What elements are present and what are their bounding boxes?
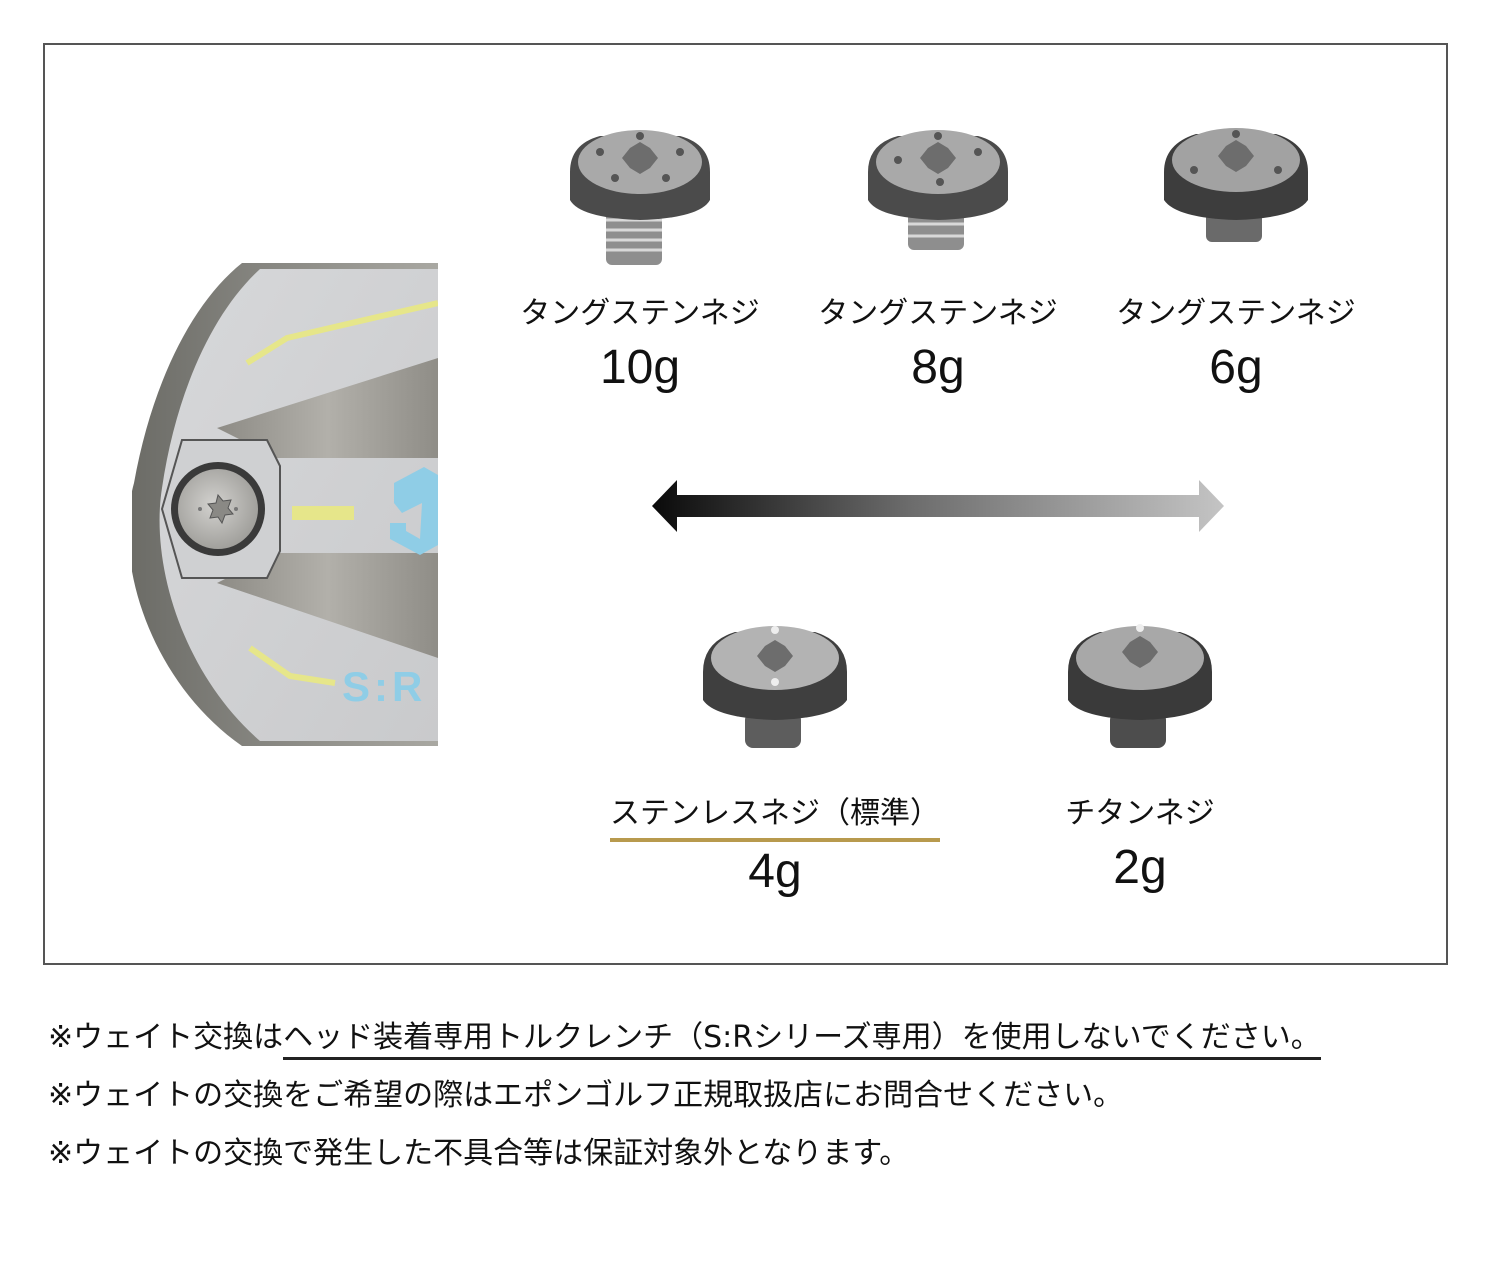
golf-head-icon: S:R bbox=[132, 263, 438, 746]
weight-name: タングステンネジ bbox=[1116, 296, 1356, 331]
note-text: ※ウェイトの交換で発生した不具合等は保証対象外となります。 bbox=[48, 1136, 910, 1171]
notes-list: ※ウェイト交換はヘッド装着専用トルクレンチ（S:Rシリーズ専用）を使用しないでく… bbox=[48, 1018, 1321, 1192]
weight-value: 6g bbox=[1209, 341, 1263, 394]
weight-item-6g: タングステンネジ 6g bbox=[1108, 112, 1364, 396]
titanium-screw-2g-image bbox=[1068, 624, 1212, 748]
weight-name: チタンネジ bbox=[1065, 796, 1215, 831]
weight-item-4g: ステンレスネジ（標準） 4g bbox=[600, 612, 950, 900]
stainless-screw-4g-image bbox=[703, 626, 847, 748]
note-text: ※ウェイト交換は bbox=[48, 1020, 284, 1055]
golf-head-image: S:R bbox=[132, 263, 438, 746]
double-headed-gradient-arrow bbox=[652, 480, 1224, 532]
note-emphasis-underlined: ヘッド装着専用トルクレンチ（S:Rシリーズ専用）を使用しないでください。 bbox=[283, 1020, 1321, 1060]
weight-item-10g: タングステンネジ 10g bbox=[512, 112, 768, 396]
weight-item-2g: チタンネジ 2g bbox=[1012, 612, 1268, 896]
svg-text:S:R: S:R bbox=[342, 663, 426, 710]
weight-value: 10g bbox=[599, 341, 681, 394]
tungsten-screw-10g-image bbox=[570, 130, 710, 265]
tungsten-screw-6g-image bbox=[1164, 128, 1308, 242]
weight-name: タングステンネジ bbox=[818, 296, 1058, 331]
weight-name: タングステンネジ bbox=[520, 296, 760, 331]
tungsten-screw-8g-image bbox=[868, 130, 1008, 250]
note-item: ※ウェイトの交換で発生した不具合等は保証対象外となります。 bbox=[48, 1134, 1321, 1192]
note-item: ※ウェイトの交換をご希望の際はエポンゴルフ正規取扱店にお問合せください。 bbox=[48, 1076, 1321, 1134]
weight-value: 2g bbox=[1113, 841, 1167, 894]
weight-value: 8g bbox=[911, 341, 965, 394]
weight-item-8g: タングステンネジ 8g bbox=[810, 112, 1066, 396]
weight-value: 4g bbox=[748, 845, 802, 898]
note-text: ※ウェイトの交換をご希望の際はエポンゴルフ正規取扱店にお問合せください。 bbox=[48, 1078, 1124, 1113]
note-item: ※ウェイト交換はヘッド装着専用トルクレンチ（S:Rシリーズ専用）を使用しないでく… bbox=[48, 1018, 1321, 1076]
weight-name-standard: ステンレスネジ（標準） bbox=[610, 794, 940, 842]
